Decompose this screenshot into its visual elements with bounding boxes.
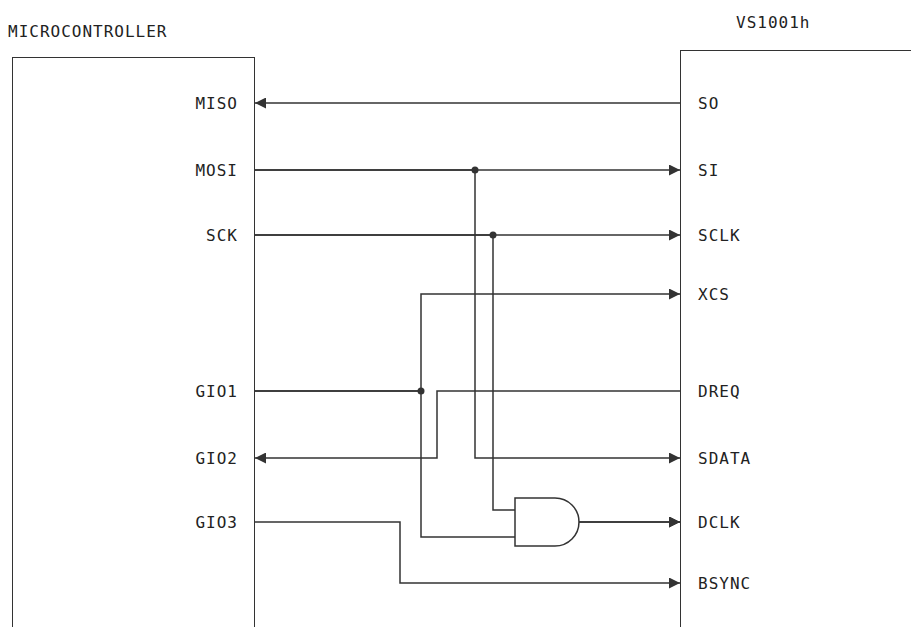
- signal-wire: [255, 391, 680, 458]
- chip-name: VS1001h: [736, 13, 810, 32]
- chip-box: MICROCONTROLLER: [12, 57, 255, 627]
- pin-name: GIO1: [193, 382, 240, 401]
- pin-name: XCS: [696, 285, 732, 304]
- chip-box: VS1001h: [680, 50, 911, 627]
- pin-name: SI: [696, 161, 721, 180]
- pin-name: GIO3: [193, 513, 240, 532]
- and-gate: [515, 498, 579, 546]
- junction-dot: [418, 388, 425, 395]
- pin-name: SDATA: [696, 449, 753, 468]
- signal-wire: [255, 391, 680, 537]
- signal-wire: [255, 294, 680, 391]
- chip-name: MICROCONTROLLER: [8, 22, 168, 41]
- signal-wire: [255, 102, 680, 104]
- pin-name: MOSI: [193, 161, 240, 180]
- pin-name: BSYNC: [696, 574, 753, 593]
- pin-name: DCLK: [696, 513, 743, 532]
- signal-wire: [255, 235, 680, 522]
- pin-name: DREQ: [696, 382, 743, 401]
- pin-name: SCK: [204, 226, 240, 245]
- signal-wire: [255, 522, 680, 583]
- junction-dot: [490, 232, 497, 239]
- signal-wire: [255, 170, 680, 458]
- junction-dot: [472, 167, 479, 174]
- pin-name: SCLK: [696, 226, 743, 245]
- pin-name: GIO2: [193, 449, 240, 468]
- pin-name: SO: [696, 94, 721, 113]
- pin-name: MISO: [193, 94, 240, 113]
